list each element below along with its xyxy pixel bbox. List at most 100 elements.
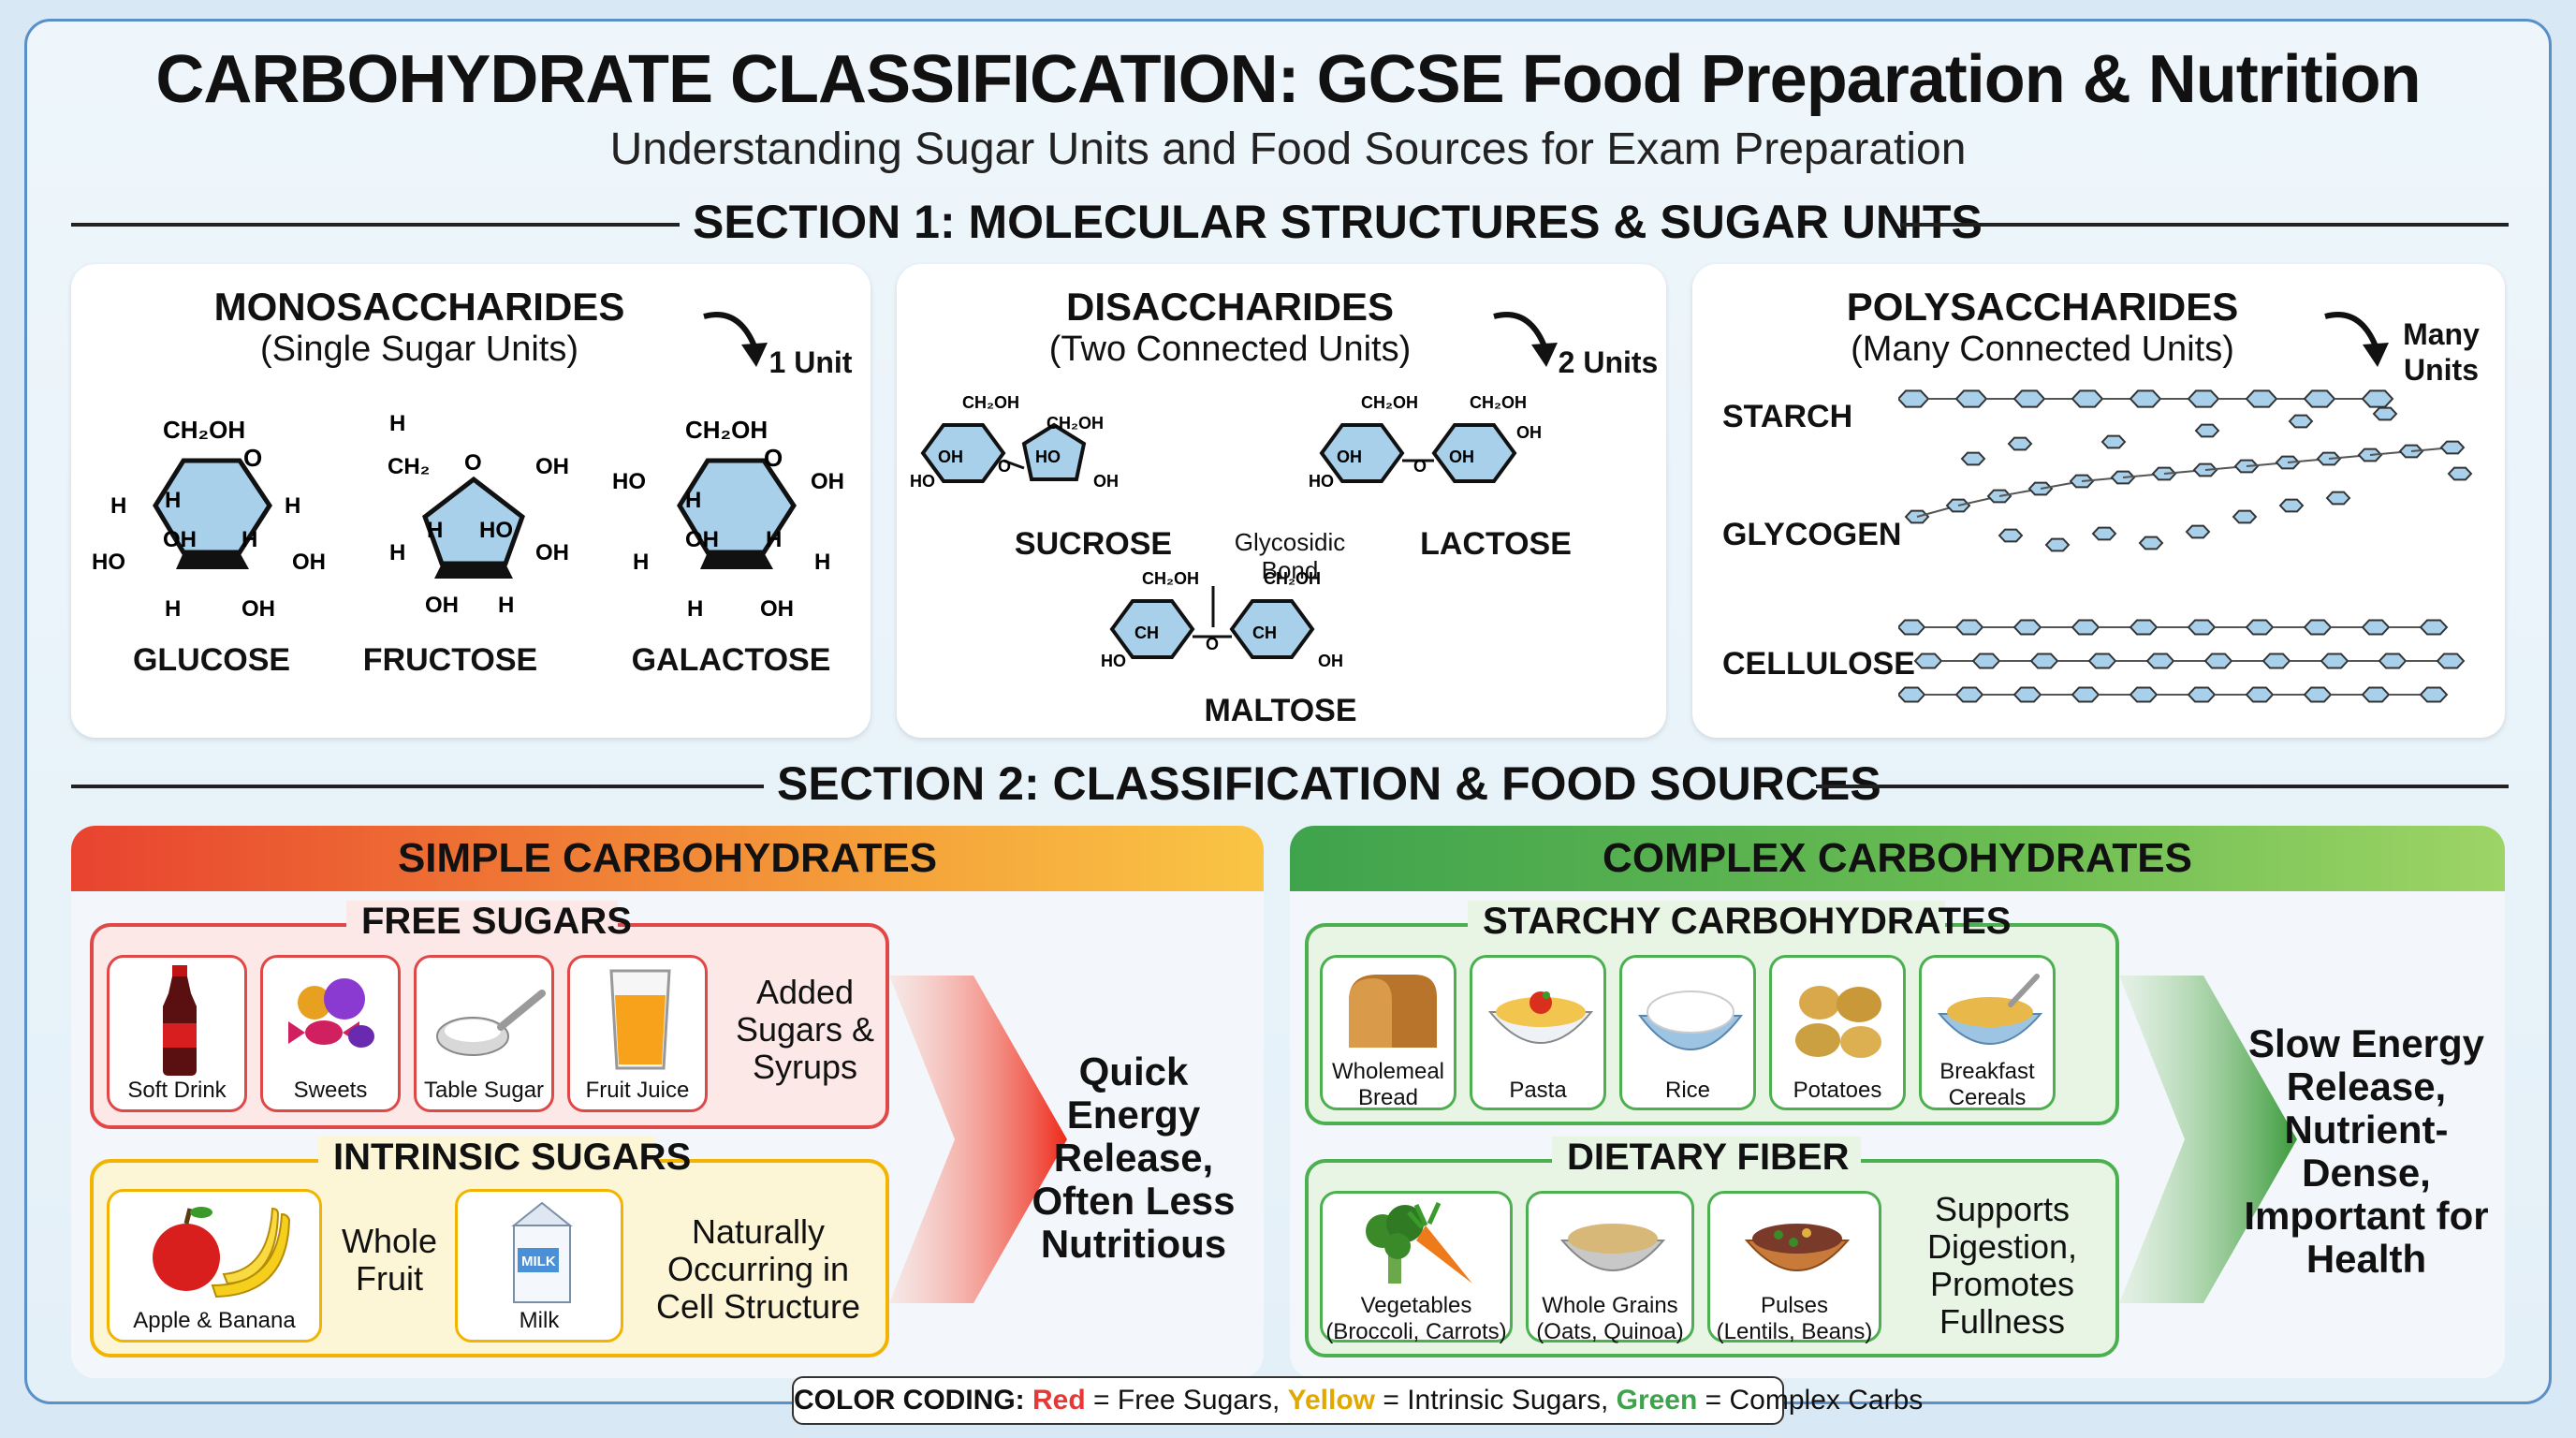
milk-carton-icon: MILK (511, 1201, 573, 1303)
complex-outcome-line3: Nutrient-Dense, (2284, 1108, 2449, 1195)
simple-outcome-line3: Often Less (1032, 1179, 1236, 1223)
cellulose-unit-icon (1913, 653, 1943, 669)
fructose-ho: HO (479, 518, 513, 543)
vegetables-label: Vegetables (Broccoli, Carrots) (1323, 1293, 1510, 1345)
cellulose-unit-icon (2419, 686, 2449, 703)
fructose-o: O (464, 450, 482, 476)
poly-arrow-icon (2324, 312, 2389, 367)
svg-text:OH: OH (938, 448, 963, 466)
sweets-icon (288, 978, 374, 1048)
svg-text:O: O (1206, 635, 1219, 653)
milk-label: Milk (519, 1308, 560, 1333)
fructose-oh3: OH (425, 593, 459, 618)
simple-outcome-line2: Release, (1053, 1136, 1214, 1180)
intrinsic-note-line3: Cell Structure (655, 1287, 861, 1326)
cereals-label-line1: Breakfast (1939, 1059, 2035, 1084)
glucose-oh3: OH (242, 596, 275, 622)
svg-text:CH₂OH: CH₂OH (1046, 414, 1104, 433)
svg-text:MILK: MILK (521, 1254, 556, 1269)
whole-fruit-label: Whole Fruit (333, 1223, 446, 1298)
svg-text:HO: HO (1035, 448, 1061, 466)
fiber-note-line3: Promotes (1929, 1265, 2075, 1303)
maltose-label: MALTOSE (1204, 693, 1357, 728)
pulses-label-line1: Pulses (1760, 1293, 1829, 1318)
glycogen-unit-icon (2100, 434, 2127, 449)
glucose-h3: H (285, 493, 300, 519)
fiber-note-line2: Digestion, (1926, 1227, 2078, 1266)
mono-structures: CH₂OH O H H H OH H HO OH H OH H CH₂ O OH… (92, 411, 844, 622)
cellulose-unit-icon (2071, 619, 2100, 636)
maltose-ring-icon: CH₂OH CH₂OH HO CH CH OH O (1101, 569, 1343, 670)
simple-arrow-icon (889, 976, 1067, 1303)
cellulose-unit-icon (1898, 619, 1926, 636)
legend-green-desc: = Complex Carbs (1697, 1385, 1924, 1416)
galactose-h5: H (687, 596, 703, 622)
vegetables-item: Vegetables (Broccoli, Carrots) (1320, 1191, 1513, 1345)
galactose-oh3: OH (760, 596, 794, 622)
bread-item: Wholemeal Bread (1320, 955, 1456, 1110)
glycogen-unit-icon (2044, 537, 2071, 552)
glycogen-unit-icon (2007, 436, 2033, 451)
whole-fruit-line1: Whole (341, 1222, 438, 1260)
complex-arrow-icon (2119, 976, 2297, 1303)
poly-card: POLYSACCHARIDES (Many Connected Units) M… (1692, 264, 2505, 738)
svg-text:CH₂OH: CH₂OH (1142, 569, 1199, 588)
free-sugars-note: Added Sugars & Syrups (730, 974, 880, 1086)
starchy-group: STARCHY CARBOHYDRATES Wholemeal Bread Pa… (1305, 901, 2119, 1125)
apple-banana-icon (153, 1207, 291, 1299)
cellulose-unit-icon (2378, 653, 2408, 669)
glucose-h5: H (165, 596, 181, 622)
rice-item: Rice (1619, 955, 1756, 1110)
fructose-label: FRUCTOSE (362, 642, 538, 678)
starch-unit-icon (2071, 389, 2104, 408)
section2-rule-right (1816, 785, 2509, 788)
sweets-label: Sweets (293, 1078, 368, 1103)
cellulose-unit-icon (2145, 653, 2175, 669)
legend-yellow: Yellow (1287, 1385, 1375, 1416)
fiber-title: DIETARY FIBER (1552, 1137, 1861, 1179)
table-sugar-item: Table Sugar (414, 955, 554, 1112)
complex-outcome-line5: Health (2305, 1237, 2427, 1281)
cellulose-unit-icon (2361, 686, 2391, 703)
glycogen-unit-icon (2372, 406, 2398, 421)
section1-rule-left (71, 223, 680, 227)
complex-header: COMPLEX CARBOHYDRATES (1290, 826, 2505, 891)
free-sugars-title: FREE SUGARS (346, 901, 632, 943)
intrinsic-note: Naturally Occurring in Cell Structure (637, 1213, 880, 1326)
galactose-h2: H (766, 527, 782, 552)
sweets-item: Sweets (260, 955, 401, 1112)
galactose-label: GALACTOSE (631, 642, 831, 678)
legend-green: Green (1616, 1385, 1698, 1416)
cellulose-unit-icon (2129, 619, 2159, 636)
svg-text:HO: HO (1101, 652, 1126, 670)
apple-banana-item: Apple & Banana (107, 1189, 322, 1343)
galactose-ring-icon: CH₂OH O HO OH H OH H H H H OH (612, 416, 844, 622)
pulses-label: Pulses (Lentils, Beans) (1710, 1293, 1879, 1345)
fructose-h2: H (427, 518, 443, 543)
cellulose-unit-icon (2087, 653, 2117, 669)
grains-label-line1: Whole Grains (1542, 1293, 1678, 1318)
glucose-label: GLUCOSE (132, 642, 291, 678)
cellulose-unit-icon (2071, 686, 2100, 703)
galactose-ho1: HO (612, 469, 646, 494)
cellulose-unit-icon (2012, 686, 2042, 703)
glucose-ch2oh: CH₂OH (163, 416, 245, 444)
intrinsic-sugars-group: INTRINSIC SUGARS Apple & Banana Whole Fr… (90, 1137, 889, 1357)
cellulose-unit-icon (2245, 619, 2275, 636)
fruit-juice-item: Fruit Juice (567, 955, 708, 1112)
cellulose-label: CELLULOSE (1722, 646, 1915, 682)
starch-unit-icon (2012, 389, 2046, 408)
fructose-h3: H (389, 540, 405, 565)
svg-text:HO: HO (1309, 472, 1334, 491)
intrinsic-note-line1: Naturally (691, 1212, 826, 1251)
cellulose-unit-icon (2303, 686, 2333, 703)
sucrose-ring-icon: CH₂OH CH₂OH HO OH HO OH O (910, 393, 1119, 491)
di-title: DISACCHARIDES (1065, 285, 1395, 329)
mono-units: 1 Unit (768, 345, 853, 379)
galactose-h4: H (814, 550, 830, 575)
starch-unit-icon (1954, 389, 1988, 408)
complex-outcome-line4: Important for (2244, 1194, 2489, 1238)
di-arrow-icon (1493, 312, 1558, 367)
lactose-label: LACTOSE (1420, 526, 1572, 562)
cellulose-unit-icon (1898, 686, 1926, 703)
